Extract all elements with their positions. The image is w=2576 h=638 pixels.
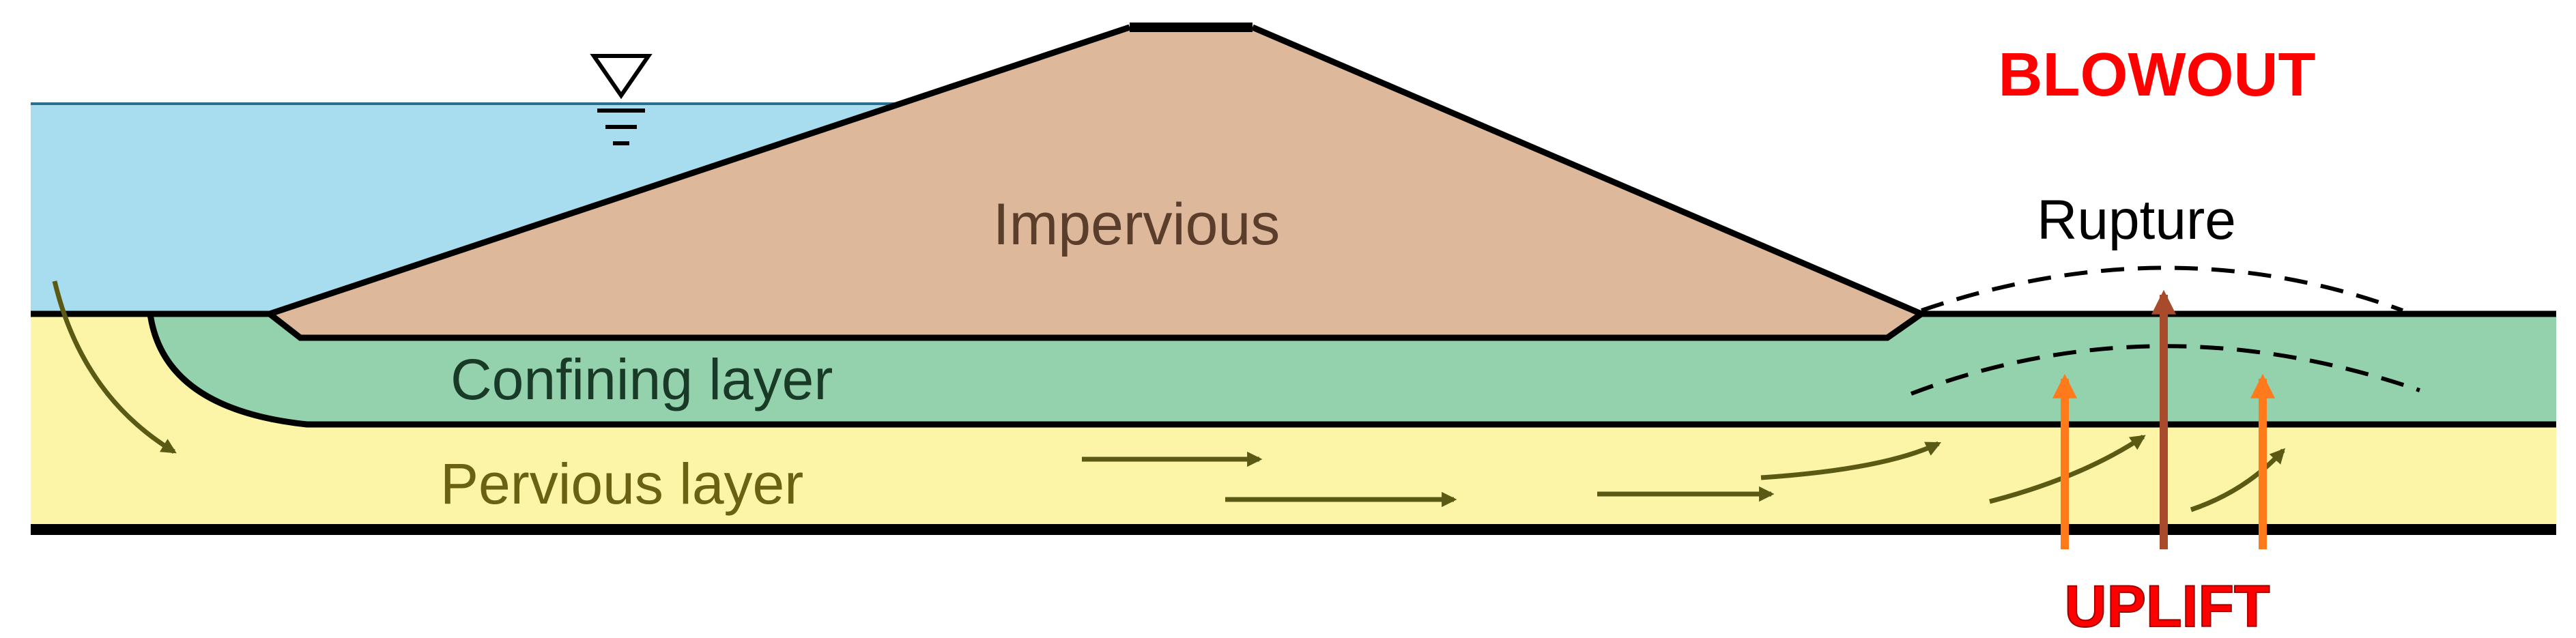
pervious-layer-label: Pervious layer [440, 452, 803, 516]
embankment-impervious [270, 27, 1921, 338]
rupture-label: Rupture [2037, 189, 2236, 251]
uplift-arrows [2052, 373, 2275, 549]
seepage-arrow-4 [1760, 441, 1942, 480]
confining-layer [150, 314, 2556, 424]
seepage-arrow-entry [52, 280, 177, 454]
rupture-lower-curve [1910, 344, 2420, 396]
impervious-label: Impervious [993, 192, 1280, 257]
blowout-label: BLOWOUT [1999, 41, 2316, 109]
seepage-arrow-6 [2190, 448, 2286, 512]
confining-layer-label: Confining layer [450, 347, 833, 411]
rupture-upper-curve [1921, 265, 2404, 313]
diagram-outlines [31, 24, 2556, 535]
uplift-label: UPLIFT [2065, 574, 2270, 638]
reservoir-water [31, 104, 901, 314]
seepage-flow-arrows [52, 280, 2286, 512]
water-level-symbol-icon [590, 54, 653, 145]
seepage-arrow-5 [1989, 435, 2146, 504]
